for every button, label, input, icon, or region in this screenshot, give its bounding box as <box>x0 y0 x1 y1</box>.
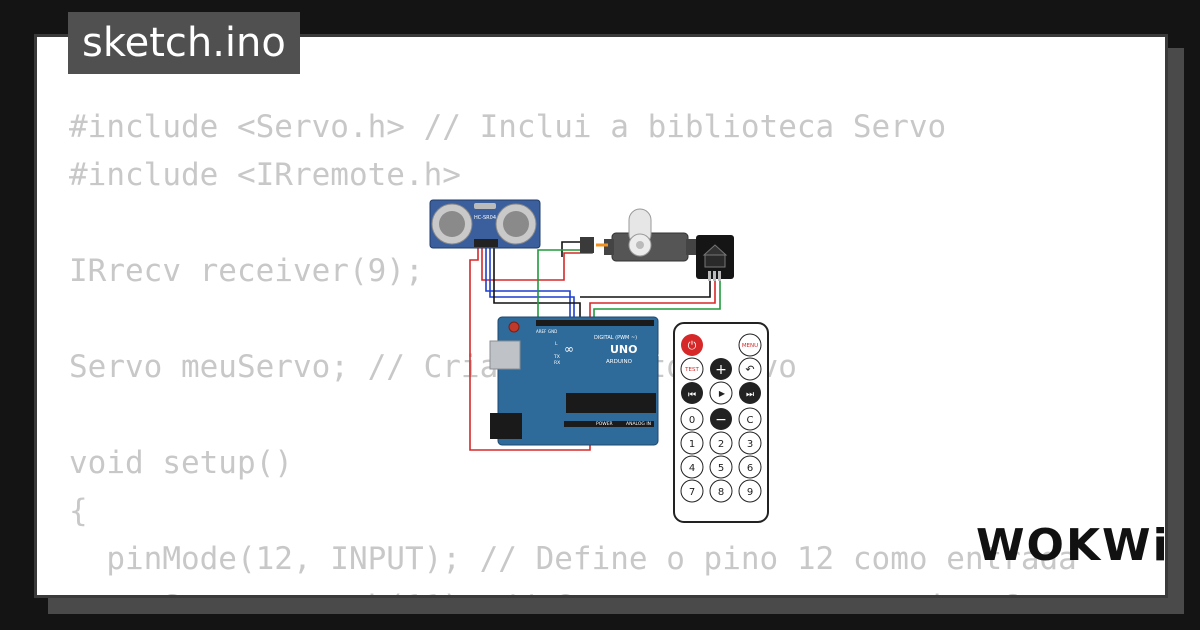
code-line: #include <IRremote.h> <box>69 157 461 193</box>
remote-key-3[interactable]: 3 <box>738 431 762 455</box>
ir-receiver[interactable] <box>696 235 734 281</box>
svg-text:⏮: ⏮ <box>688 390 696 400</box>
remote-next-button[interactable]: ⏭ <box>739 382 761 404</box>
svg-text:MENU: MENU <box>742 343 758 349</box>
wire-vcc <box>469 245 591 451</box>
remote-key-8[interactable]: 8 <box>709 479 733 503</box>
file-name-tab[interactable]: sketch.ino <box>68 12 300 74</box>
svg-text:3: 3 <box>747 439 753 450</box>
gnd-label: GND <box>548 329 557 334</box>
svg-text:8: 8 <box>718 487 724 498</box>
project-card[interactable]: #include <Servo.h> // Inclui a bibliotec… <box>34 34 1168 598</box>
circuit-diagram: HC-SR04 DIGITAL (PWM ~) UNO ARDUINO ∞ ON <box>429 199 769 523</box>
svg-text:+: + <box>715 362 727 378</box>
svg-text:⏭: ⏭ <box>746 390 754 400</box>
code-preview: #include <Servo.h> // Inclui a bibliotec… <box>69 103 1077 595</box>
remote-power-button[interactable]: ⏻ <box>681 334 703 356</box>
ultrasonic-sensor[interactable]: HC-SR04 <box>429 199 541 249</box>
remote-key-2[interactable]: 2 <box>709 431 733 455</box>
remote-plus-button[interactable]: + <box>710 358 732 380</box>
l-label: L <box>555 341 558 347</box>
wire-ir-signal <box>593 279 721 320</box>
wire-gnd <box>493 245 581 320</box>
svg-text:0: 0 <box>689 415 695 426</box>
wokwi-logo: WOKWi <box>976 520 1170 571</box>
arduino-brand: ARDUINO <box>606 359 633 365</box>
remote-key-0[interactable]: 0 <box>680 407 704 431</box>
remote-menu-button[interactable]: MENU <box>738 333 762 357</box>
rx-label: RX <box>554 360 560 366</box>
infinity-logo-icon: ∞ <box>564 342 574 356</box>
remote-key-5[interactable]: 5 <box>709 455 733 479</box>
svg-text:7: 7 <box>689 487 695 498</box>
servo-motor[interactable] <box>580 208 696 262</box>
svg-text:2: 2 <box>718 439 724 450</box>
svg-text:5: 5 <box>718 463 724 474</box>
svg-text:TEST: TEST <box>684 367 699 373</box>
power-icon: ⏻ <box>688 339 697 352</box>
wire-servo-signal <box>537 249 592 320</box>
tx-label: TX <box>553 354 560 360</box>
svg-text:1: 1 <box>689 439 695 450</box>
svg-text:9: 9 <box>747 487 753 498</box>
wire-ir-vcc <box>589 279 716 320</box>
analog-label: ANALOG IN <box>626 421 651 427</box>
uno-label: UNO <box>610 343 638 356</box>
wire-trig <box>485 245 571 320</box>
code-line: IRrecv receiver(9); <box>69 253 424 289</box>
wire-echo <box>489 245 575 320</box>
remote-play-button[interactable]: ▶ <box>709 381 733 405</box>
code-line: pinMode(12, INPUT); // Define o pino 12 … <box>69 541 1077 577</box>
digital-label: DIGITAL (PWM ~) <box>594 335 637 341</box>
remote-prev-button[interactable]: ⏮ <box>681 382 703 404</box>
remote-key-7[interactable]: 7 <box>680 479 704 503</box>
remote-test-button[interactable]: TEST <box>680 357 704 381</box>
svg-text:↶: ↶ <box>745 363 754 376</box>
code-line: meuServo.attach(11); // Conecta o servo … <box>69 589 1021 595</box>
svg-text:−: − <box>715 412 727 428</box>
svg-text:C: C <box>747 415 754 426</box>
aref-label: AREF <box>536 329 547 334</box>
remote-back-button[interactable]: ↶ <box>738 357 762 381</box>
code-line: Servo meuServo; // Cria um objeto servo <box>69 349 797 385</box>
svg-text:6: 6 <box>747 463 753 474</box>
on-label: ON <box>658 353 665 359</box>
code-line: void setup() <box>69 445 293 481</box>
ir-remote[interactable]: ⏻ MENU TEST + ↶ ⏮ ▶ ⏭ <box>673 322 769 523</box>
svg-text:4: 4 <box>689 463 695 474</box>
remote-key-6[interactable]: 6 <box>738 455 762 479</box>
svg-text:▶: ▶ <box>719 389 726 398</box>
remote-key-9[interactable]: 9 <box>738 479 762 503</box>
code-line: #include <Servo.h> // Inclui a bibliotec… <box>69 109 947 145</box>
remote-key-4[interactable]: 4 <box>680 455 704 479</box>
remote-c-button[interactable]: C <box>738 407 762 431</box>
arduino-uno[interactable]: DIGITAL (PWM ~) UNO ARDUINO ∞ ON L TX RX… <box>489 316 665 446</box>
wire-ir-gnd <box>580 279 711 298</box>
power-label: POWER <box>596 421 613 427</box>
code-line: { <box>69 493 88 529</box>
sensor-label: HC-SR04 <box>474 215 496 221</box>
remote-key-1[interactable]: 1 <box>680 431 704 455</box>
remote-minus-button[interactable]: − <box>710 408 732 430</box>
